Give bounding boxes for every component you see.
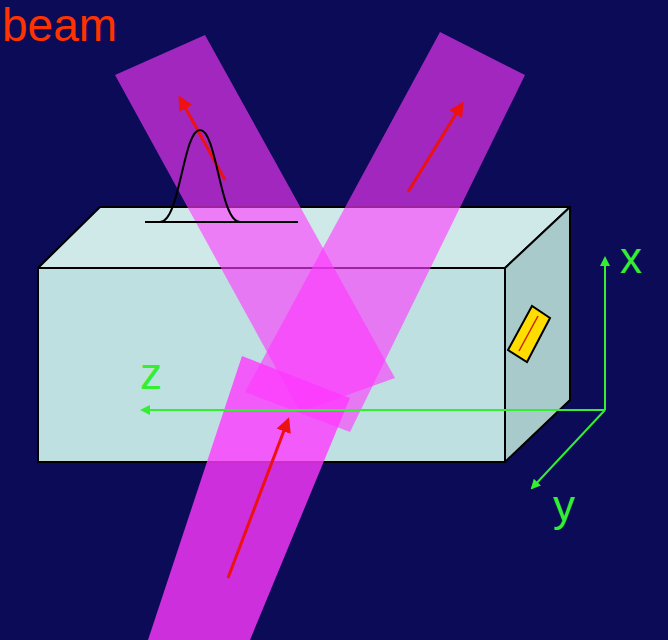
axis-label: x (620, 236, 642, 280)
yellow-element (508, 306, 550, 362)
axis-label: y (553, 484, 575, 528)
laser-beams (115, 32, 525, 640)
beam-arrows (180, 98, 462, 578)
axis-label: z (140, 352, 162, 396)
heading-label: beam (2, 2, 117, 48)
gaussian-profile (145, 130, 298, 222)
coordinate-axes (142, 258, 605, 488)
